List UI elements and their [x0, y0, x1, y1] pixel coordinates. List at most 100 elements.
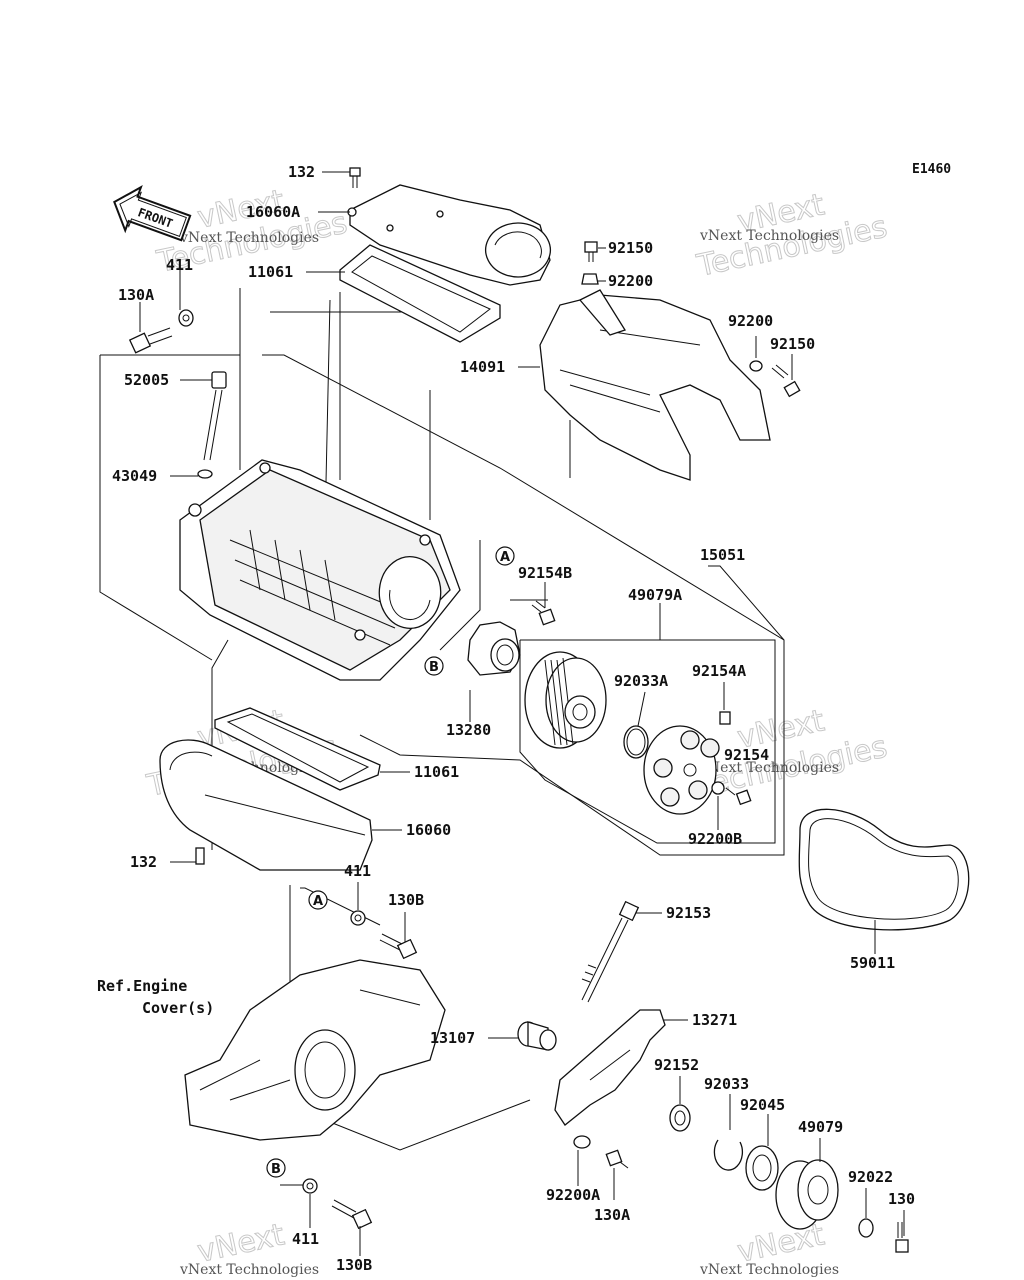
part-92022-washer — [858, 1218, 874, 1238]
label-92200-right: 92200 — [728, 312, 773, 330]
part-92033-circlip — [713, 1139, 744, 1171]
label-92150-top: 92150 — [608, 239, 653, 257]
part-92200-washer-right — [749, 360, 763, 372]
label-92154b: 92154B — [518, 564, 572, 582]
label-49079a: 49079A — [628, 586, 682, 604]
part-92200a-washer — [573, 1135, 591, 1149]
part-52005-plug — [203, 371, 227, 461]
label-52005: 52005 — [124, 371, 169, 389]
label-16060: 16060 — [406, 821, 451, 839]
label-13107: 13107 — [430, 1029, 475, 1047]
part-13271-bracket — [554, 1009, 666, 1126]
part-92150-bolt-top — [584, 241, 598, 262]
svg-text:B: B — [271, 1162, 281, 1177]
watermark-bottom-left: vNext vNext Technologies — [179, 1217, 319, 1278]
svg-text:A: A — [313, 894, 323, 909]
svg-text:A: A — [500, 550, 510, 565]
label-92154a: 92154A — [692, 662, 746, 680]
label-cover-s: Cover(s) — [142, 999, 214, 1017]
part-49079a-pulley — [524, 651, 607, 749]
label-92154: 92154 — [724, 746, 769, 764]
leader-lines — [139, 171, 905, 1256]
label-59011: 59011 — [850, 954, 895, 972]
label-11061-bottom: 11061 — [414, 763, 459, 781]
part-engine-cover-reference — [184, 959, 446, 1141]
part-92154-bolt — [725, 787, 752, 806]
watermark-small: vNext Technologies — [699, 228, 839, 244]
label-132-top: 132 — [288, 163, 315, 181]
part-92150-bolt-right — [771, 364, 801, 398]
part-92153-long-bolt — [581, 900, 640, 1003]
label-15051: 15051 — [700, 546, 745, 564]
watermark-small: vNext Technologies — [699, 1262, 839, 1278]
svg-text:B: B — [429, 660, 439, 675]
label-92153: 92153 — [666, 904, 711, 922]
label-14091: 14091 — [460, 358, 505, 376]
part-11061-gasket-bottom — [214, 707, 381, 791]
part-411-washer-top — [178, 309, 194, 327]
part-labels: 132 16060A 11061 411 130A 52005 43049 92… — [97, 163, 915, 1274]
part-130a-bolt-top — [128, 327, 173, 354]
label-130: 130 — [888, 1190, 915, 1208]
label-92045: 92045 — [740, 1096, 785, 1114]
watermark-small: vNext Technologies — [179, 230, 319, 246]
watermark-small: vNext Technologies — [699, 760, 839, 776]
part-92200b-washer — [711, 781, 725, 795]
part-92200-washer-top — [581, 273, 599, 285]
part-130b-bolt-bottom — [331, 1199, 373, 1230]
watermark-small: vNext Technologies — [179, 1262, 319, 1278]
label-132-bottom: 132 — [130, 853, 157, 871]
label-92022: 92022 — [848, 1168, 893, 1186]
label-130a-top: 130A — [118, 286, 154, 304]
part-14091-belt-cover — [539, 289, 771, 481]
label-411-mid: 411 — [344, 862, 371, 880]
part-13280-bearing-housing — [467, 621, 521, 676]
part-92154b-bolt — [531, 600, 556, 626]
part-59011-belt — [798, 808, 970, 931]
label-13280: 13280 — [446, 721, 491, 739]
diagram-code: E1460 — [912, 162, 951, 177]
label-411-top: 411 — [166, 256, 193, 274]
part-49079-idler-pulley — [775, 1159, 839, 1230]
assembly-guide-lines — [99, 288, 785, 1186]
part-92045-bearing — [745, 1145, 779, 1191]
label-411-bottom: 411 — [292, 1230, 319, 1248]
label-92200-top: 92200 — [608, 272, 653, 290]
callout-b-bottom: B — [266, 1158, 286, 1178]
callout-a-bottom: A — [308, 890, 328, 910]
callout-a-top: A — [495, 546, 515, 566]
part-coupling-plate — [643, 725, 720, 815]
label-13271: 13271 — [692, 1011, 737, 1029]
front-arrow-icon: FRONT — [113, 185, 192, 242]
label-16060a: 16060A — [246, 203, 300, 221]
part-411-washer-bottom — [302, 1178, 318, 1194]
part-92154a-bolt — [719, 711, 731, 725]
part-43049-o-ring — [197, 469, 213, 479]
part-11061-gasket-top — [339, 244, 501, 343]
label-43049: 43049 — [112, 467, 157, 485]
label-130a-bottom: 130A — [594, 1206, 630, 1224]
part-16060-cover — [159, 739, 373, 871]
label-130b-bottom: 130B — [336, 1256, 372, 1274]
part-132-bolt-top — [349, 167, 361, 188]
watermark-bottom-right: vNext vNext Technologies — [699, 1217, 839, 1278]
label-92150-right: 92150 — [770, 335, 815, 353]
label-92152: 92152 — [654, 1056, 699, 1074]
part-130a-bolt-bottom — [605, 1149, 629, 1169]
label-11061-top: 11061 — [248, 263, 293, 281]
label-ref-engine: Ref.Engine — [97, 977, 187, 995]
part-13107-spacer — [517, 1021, 557, 1051]
label-92200b: 92200B — [688, 830, 742, 848]
label-92033a: 92033A — [614, 672, 668, 690]
label-92200a: 92200A — [546, 1186, 600, 1204]
part-130-bolt — [895, 1222, 909, 1253]
part-supercharger-body — [179, 459, 461, 681]
watermark-top-right: vNext Technologies vNext Technologies — [693, 187, 891, 285]
part-92033a-circlip — [623, 725, 649, 759]
part-92152-collar — [669, 1104, 691, 1132]
label-92033: 92033 — [704, 1075, 749, 1093]
part-16060a-cover — [347, 184, 551, 286]
label-130b-mid: 130B — [388, 891, 424, 909]
